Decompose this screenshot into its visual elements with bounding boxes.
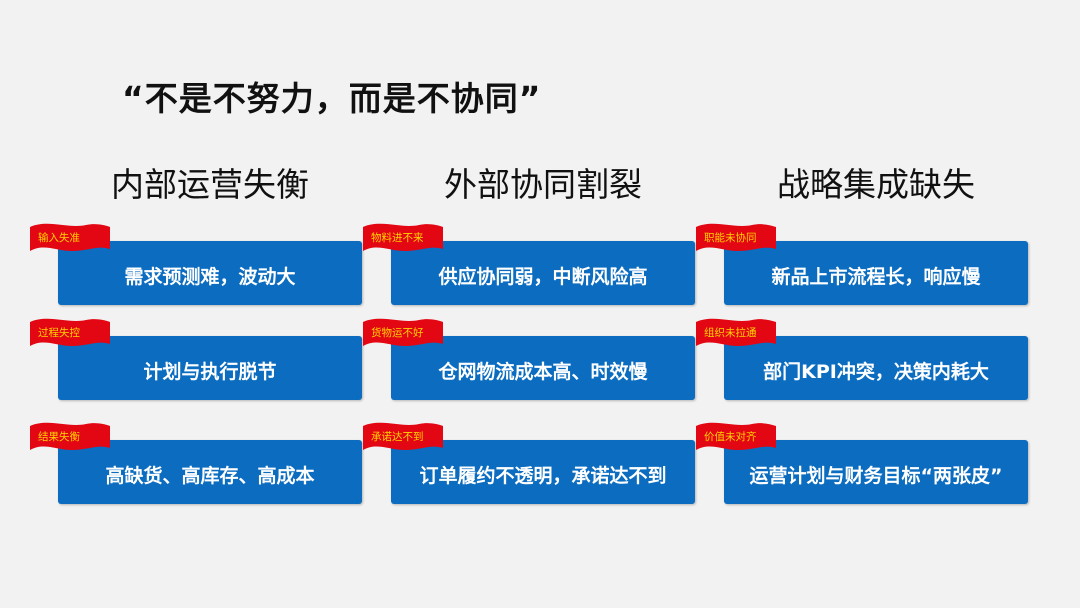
- tag-label: 组织未拉通: [704, 327, 757, 339]
- column-heading: 战略集成缺失: [777, 165, 975, 204]
- issue-text: 新品上市流程长，响应慢: [771, 265, 981, 288]
- tag-flag: 职能未协同: [694, 221, 778, 257]
- issue-text: 供应协同弱，中断风险高: [438, 265, 648, 288]
- issue-text: 运营计划与财务目标“两张皮”: [749, 464, 1003, 487]
- tag-label: 结果失衡: [38, 431, 80, 443]
- issue-card: 需求预测难，波动大: [58, 241, 362, 305]
- tag-label: 输入失准: [38, 232, 80, 244]
- flag-ribbon-icon: [30, 422, 110, 450]
- flag-ribbon-icon: [696, 422, 776, 450]
- tag-flag: 物料进不来: [361, 221, 445, 257]
- tag-flag: 价值未对齐: [694, 420, 778, 456]
- page-title: “不是不努力，而是不协同”: [122, 79, 542, 118]
- tag-label: 职能未协同: [704, 232, 757, 244]
- flag-ribbon-icon: [30, 223, 110, 251]
- flag-ribbon-icon: [696, 223, 776, 251]
- column-heading: 内部运营失衡: [111, 165, 309, 204]
- flag-ribbon-icon: [363, 422, 443, 450]
- issue-text: 计划与执行脱节: [143, 360, 277, 383]
- tag-flag: 组织未拉通: [694, 316, 778, 352]
- issue-text: 仓网物流成本高、时效慢: [438, 360, 648, 383]
- flag-ribbon-icon: [363, 318, 443, 346]
- tag-label: 过程失控: [38, 327, 80, 339]
- tag-flag: 过程失控: [28, 316, 112, 352]
- issue-card: 新品上市流程长，响应慢: [724, 241, 1028, 305]
- issue-text: 订单履约不透明，承诺达不到: [419, 464, 667, 487]
- issue-text: 部门KPI冲突，决策内耗大: [763, 360, 989, 383]
- issue-card: 运营计划与财务目标“两张皮”: [724, 440, 1028, 504]
- issue-text: 需求预测难，波动大: [124, 265, 296, 288]
- tag-flag: 货物运不好: [361, 316, 445, 352]
- issue-text: 高缺货、高库存、高成本: [105, 464, 315, 487]
- issue-card: 高缺货、高库存、高成本: [58, 440, 362, 504]
- flag-ribbon-icon: [363, 223, 443, 251]
- issue-card: 计划与执行脱节: [58, 336, 362, 400]
- issue-card: 供应协同弱，中断风险高: [391, 241, 695, 305]
- tag-label: 承诺达不到: [371, 431, 424, 443]
- issue-card: 订单履约不透明，承诺达不到: [391, 440, 695, 504]
- tag-flag: 承诺达不到: [361, 420, 445, 456]
- column-heading: 外部协同割裂: [444, 165, 642, 204]
- tag-label: 物料进不来: [371, 232, 424, 244]
- tag-label: 货物运不好: [371, 327, 424, 339]
- tag-flag: 结果失衡: [28, 420, 112, 456]
- tag-label: 价值未对齐: [704, 431, 757, 443]
- tag-flag: 输入失准: [28, 221, 112, 257]
- flag-ribbon-icon: [696, 318, 776, 346]
- issue-card: 部门KPI冲突，决策内耗大: [724, 336, 1028, 400]
- issue-card: 仓网物流成本高、时效慢: [391, 336, 695, 400]
- flag-ribbon-icon: [30, 318, 110, 346]
